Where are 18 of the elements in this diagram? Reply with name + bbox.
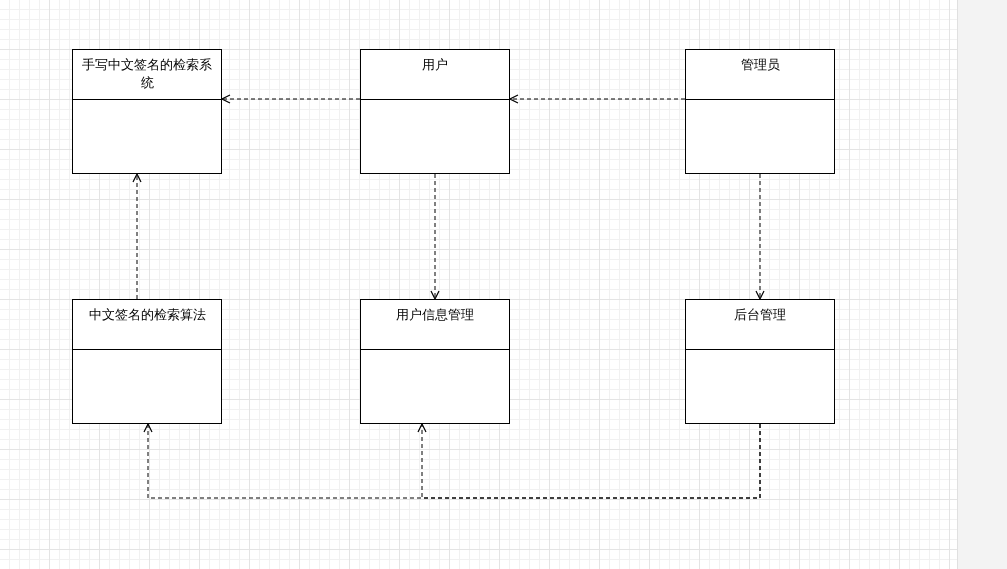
class-box bbox=[360, 299, 510, 424]
dashed-arrow bbox=[509, 94, 686, 104]
class-name: 中文签名的检索算法 bbox=[88, 306, 206, 324]
dashed-arrow bbox=[430, 173, 440, 300]
class-name: 用户信息管理 bbox=[396, 306, 474, 324]
dashed-arrow bbox=[755, 173, 765, 300]
class-box bbox=[685, 299, 835, 424]
class-name: 用户 bbox=[422, 56, 448, 74]
class-box bbox=[685, 49, 835, 174]
class-name: 管理员 bbox=[740, 56, 780, 74]
dashed-arrow bbox=[221, 94, 361, 104]
class-box bbox=[360, 49, 510, 174]
class-name: 手写中文签名的检索系统 bbox=[81, 56, 213, 92]
dashed-arrow bbox=[417, 423, 761, 499]
class-name: 后台管理 bbox=[734, 306, 786, 324]
class-box bbox=[72, 299, 222, 424]
dashed-arrow bbox=[132, 173, 142, 300]
class-box bbox=[72, 49, 222, 174]
